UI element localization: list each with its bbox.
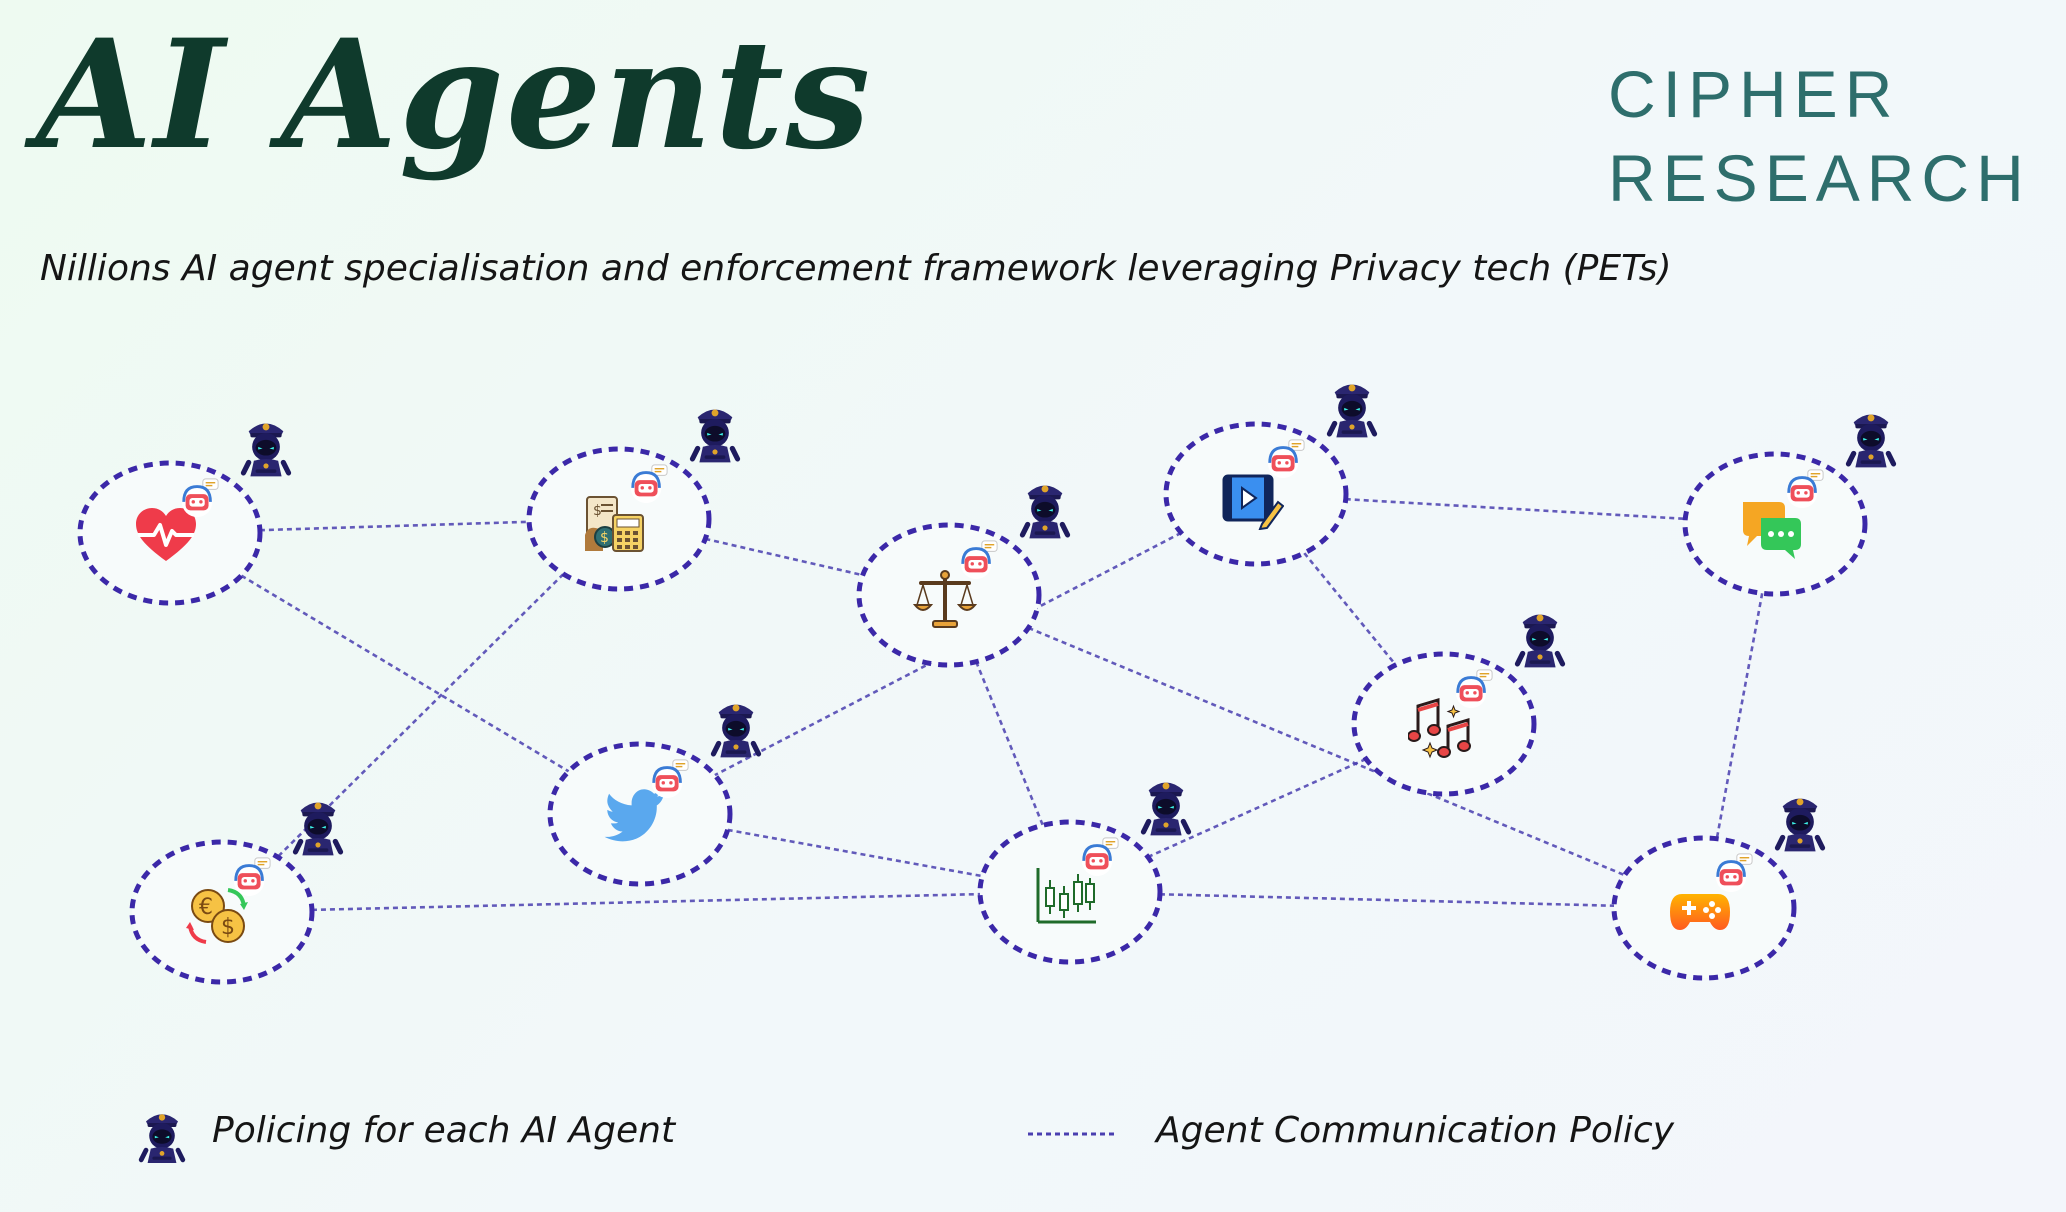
link-health-twitter — [240, 574, 570, 773]
link-legal-trading — [974, 661, 1045, 826]
link-chat-gaming — [1715, 593, 1764, 839]
page-title: AI Agents — [36, 7, 873, 183]
agent-node-twitter — [547, 704, 759, 887]
legend-police-icon — [141, 1114, 183, 1163]
police-officer-icon — [1777, 798, 1822, 851]
police-officer-icon — [1517, 614, 1562, 667]
agent-node-border — [1351, 651, 1537, 797]
brand-line-1: CIPHER — [1608, 57, 1900, 131]
police-officer-icon — [243, 423, 288, 476]
agent-node-health — [77, 423, 289, 606]
agent-node-gaming — [1611, 798, 1823, 981]
node-layer — [77, 384, 1894, 985]
agent-node-trading — [977, 782, 1189, 965]
legend-policing-label: Policing for each AI Agent — [212, 1110, 676, 1151]
agent-node-legal — [856, 485, 1068, 668]
agent-node-border — [856, 522, 1042, 668]
link-trading-music — [1147, 757, 1367, 859]
agent-node-finance-calculator — [526, 409, 738, 592]
brand-logo: CIPHER RESEARCH — [1608, 52, 2031, 220]
police-officer-icon — [1143, 782, 1188, 835]
agent-node-video — [1163, 384, 1375, 567]
agent-node-border — [977, 819, 1163, 965]
police-officer-icon — [295, 802, 340, 855]
link-video-music — [1303, 552, 1397, 666]
agent-node-chat — [1682, 414, 1894, 597]
link-health-finance-calculator — [259, 520, 530, 532]
brand-line-2: RESEARCH — [1608, 141, 2031, 215]
legend-communication-label: Agent Communication Policy — [1156, 1110, 1675, 1151]
link-finance-calculator-legal — [705, 537, 863, 577]
police-officer-icon — [1848, 414, 1893, 467]
police-officer-icon — [692, 409, 737, 462]
police-officer-icon — [1329, 384, 1374, 437]
link-trading-gaming — [1159, 892, 1615, 908]
agent-node-currency-exchange — [129, 802, 341, 985]
subtitle: Nillions AI agent specialisation and enf… — [40, 248, 1672, 289]
link-currency-exchange-trading — [311, 892, 981, 912]
police-officer-icon — [1022, 485, 1067, 538]
link-twitter-trading — [727, 828, 983, 878]
police-officer-icon — [713, 704, 758, 757]
agent-node-music — [1351, 614, 1563, 797]
link-video-chat — [1345, 497, 1686, 521]
